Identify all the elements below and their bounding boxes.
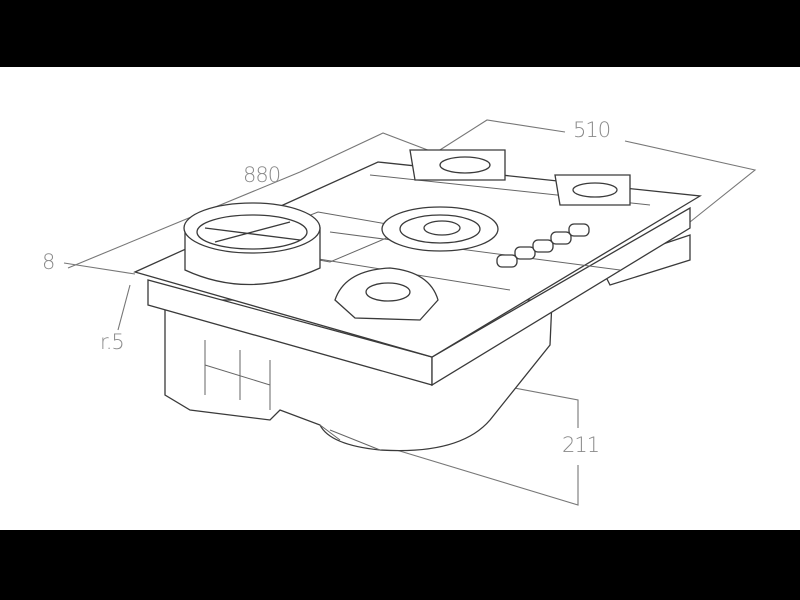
knob-1[interactable] bbox=[496, 254, 518, 268]
dimension-lines bbox=[63, 119, 757, 506]
dim-line-211-bottom bbox=[379, 444, 579, 506]
dimension-label-height: 211 bbox=[562, 433, 600, 457]
dimension-label-length: 880 bbox=[243, 163, 281, 187]
dim-line-510-a bbox=[431, 119, 566, 156]
dim-line-510-b bbox=[624, 140, 757, 223]
wok-burner bbox=[183, 202, 321, 286]
dim-line-8 bbox=[63, 262, 136, 275]
knob-3[interactable] bbox=[532, 239, 554, 253]
knob-4[interactable] bbox=[550, 231, 572, 245]
knob-5[interactable] bbox=[568, 223, 590, 237]
back-left-burner bbox=[409, 149, 506, 181]
dimension-label-thickness: 8 bbox=[42, 250, 55, 274]
dim-line-880-a bbox=[67, 171, 301, 269]
back-right-burner bbox=[554, 174, 631, 206]
dim-line-r5 bbox=[117, 284, 131, 331]
center-burner bbox=[381, 206, 499, 252]
knob-2[interactable] bbox=[514, 246, 536, 260]
control-knobs bbox=[496, 223, 590, 268]
dimension-label-depth: 510 bbox=[573, 118, 611, 142]
burners bbox=[183, 149, 631, 321]
front-burner bbox=[334, 267, 439, 321]
dimension-label-radius: r.5 bbox=[100, 330, 125, 354]
